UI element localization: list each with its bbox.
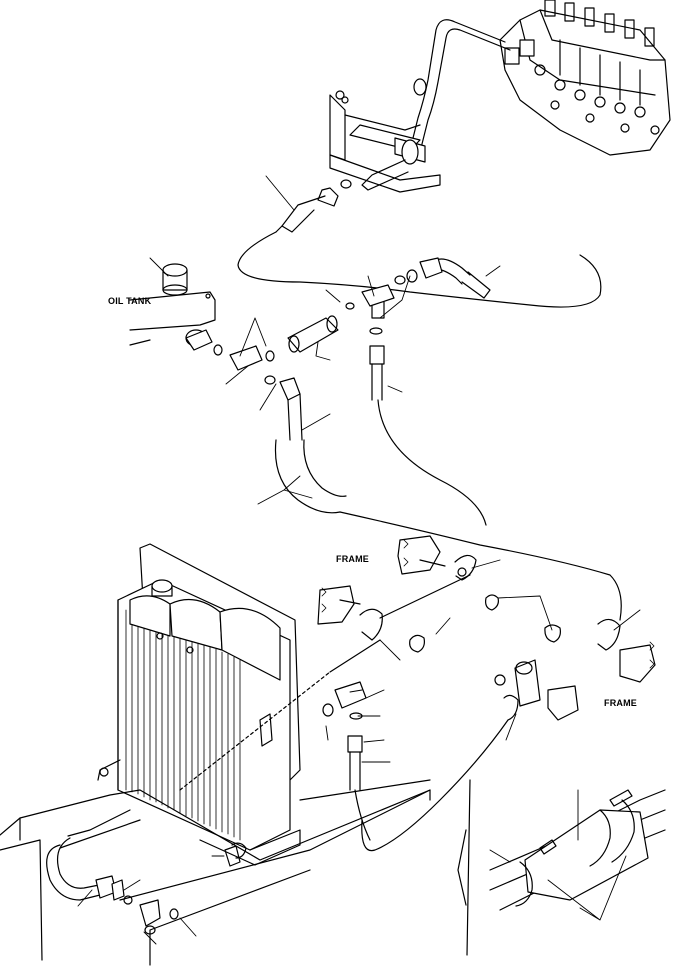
mounting-bracket [329,90,441,193]
steel-pipe-valve [409,19,511,153]
frame-bracket-right [544,618,656,683]
pipe-adaptor [287,315,339,353]
hose-clamp-lower [361,659,579,852]
leader-lines [77,175,641,945]
radiator-hose [46,809,241,935]
oil-tank-label: OIL TANK [108,296,152,306]
radiator [97,543,301,866]
radiator-fittings [322,681,371,841]
elbow-hose-left [274,377,622,621]
tee-fitting-left [185,329,276,385]
hose-fitting-top [275,179,352,233]
frame-label-upper: FRAME [336,554,369,564]
detail-inset [457,779,666,956]
elbow-hose-right [406,257,491,299]
frame-bracket-upper [397,535,499,611]
frame-label-right: FRAME [604,698,637,708]
oil-tank [129,263,216,346]
frame-break-marks [321,539,655,669]
tee-fitting-center [345,275,406,335]
hose-return-loop [237,231,602,308]
machine-frame [0,779,431,966]
hose-center-down [369,345,487,526]
radiator-fins [125,609,241,841]
frame-bracket-left [317,574,471,673]
control-valve [499,0,671,156]
routing-dashed-line [179,671,331,791]
